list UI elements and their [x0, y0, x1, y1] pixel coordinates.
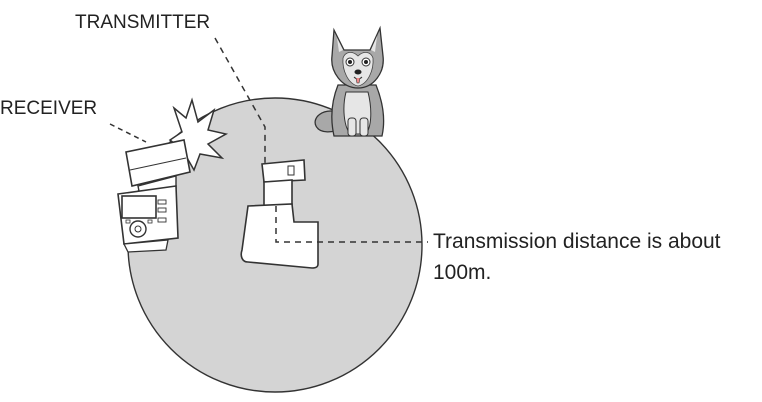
receiver-label: RECEIVER — [0, 98, 98, 119]
dog-icon — [314, 25, 385, 137]
distance-note-line-1: Transmission distance is about — [433, 230, 721, 253]
distance-leader-line — [275, 206, 428, 243]
receiver-flash-unit — [117, 139, 191, 253]
transmitter-leader-line — [214, 37, 266, 163]
transmission-distance-note: Transmission distance is about 100m. — [433, 226, 721, 288]
transmitter-label: TRANSMITTER — [75, 12, 211, 33]
transmitter-unit — [240, 159, 319, 269]
distance-note-line-2: 100m. — [433, 261, 492, 284]
receiver-leader-line — [109, 123, 147, 143]
